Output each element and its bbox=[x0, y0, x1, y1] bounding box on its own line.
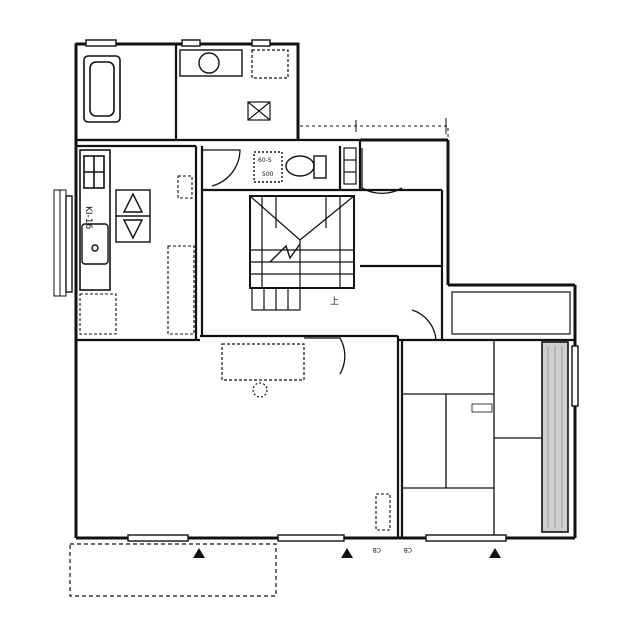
kitchen-counter bbox=[79, 149, 111, 291]
closet-dashed bbox=[375, 493, 391, 531]
staircase bbox=[249, 195, 355, 288]
balcony-dashed bbox=[69, 543, 277, 597]
windows bbox=[65, 39, 579, 542]
dashed-outline-top bbox=[300, 125, 449, 190]
bedroom-closet-dashed bbox=[451, 291, 571, 335]
crosshair-marks bbox=[355, 118, 447, 134]
kitchen-cabinets-dashed bbox=[79, 175, 195, 335]
tatami-ceiling-marker bbox=[471, 403, 493, 413]
cb-label-right: CB bbox=[404, 546, 412, 553]
tatami-room bbox=[402, 340, 542, 538]
water-heater-icon bbox=[247, 101, 271, 121]
washing-machine-icon bbox=[251, 49, 289, 79]
tokonoma-grain bbox=[547, 346, 563, 528]
triangle-marker-icon bbox=[193, 548, 501, 558]
wash-basin-icon bbox=[179, 49, 243, 77]
cb-label-left: CB bbox=[373, 546, 381, 553]
inner-walls bbox=[74, 42, 575, 538]
toilet-shelf bbox=[343, 147, 357, 185]
door-swing-icon bbox=[202, 148, 437, 375]
ldk-counter-dashed bbox=[221, 343, 305, 381]
light-fixture-icon bbox=[252, 382, 268, 398]
bathtub-icon bbox=[83, 55, 121, 123]
window-frame-left bbox=[53, 189, 67, 297]
toilet-code-label: 60-S bbox=[258, 157, 272, 164]
toilet-code-label-2: 500 bbox=[262, 171, 274, 178]
kitchen-code-label: KI-16 bbox=[83, 206, 93, 230]
stair-mark-label: 上 bbox=[330, 296, 339, 307]
stair-lower-steps bbox=[251, 287, 301, 311]
sink-icon bbox=[81, 223, 109, 265]
stove-icon bbox=[115, 189, 151, 243]
toilet-icon bbox=[253, 151, 327, 183]
